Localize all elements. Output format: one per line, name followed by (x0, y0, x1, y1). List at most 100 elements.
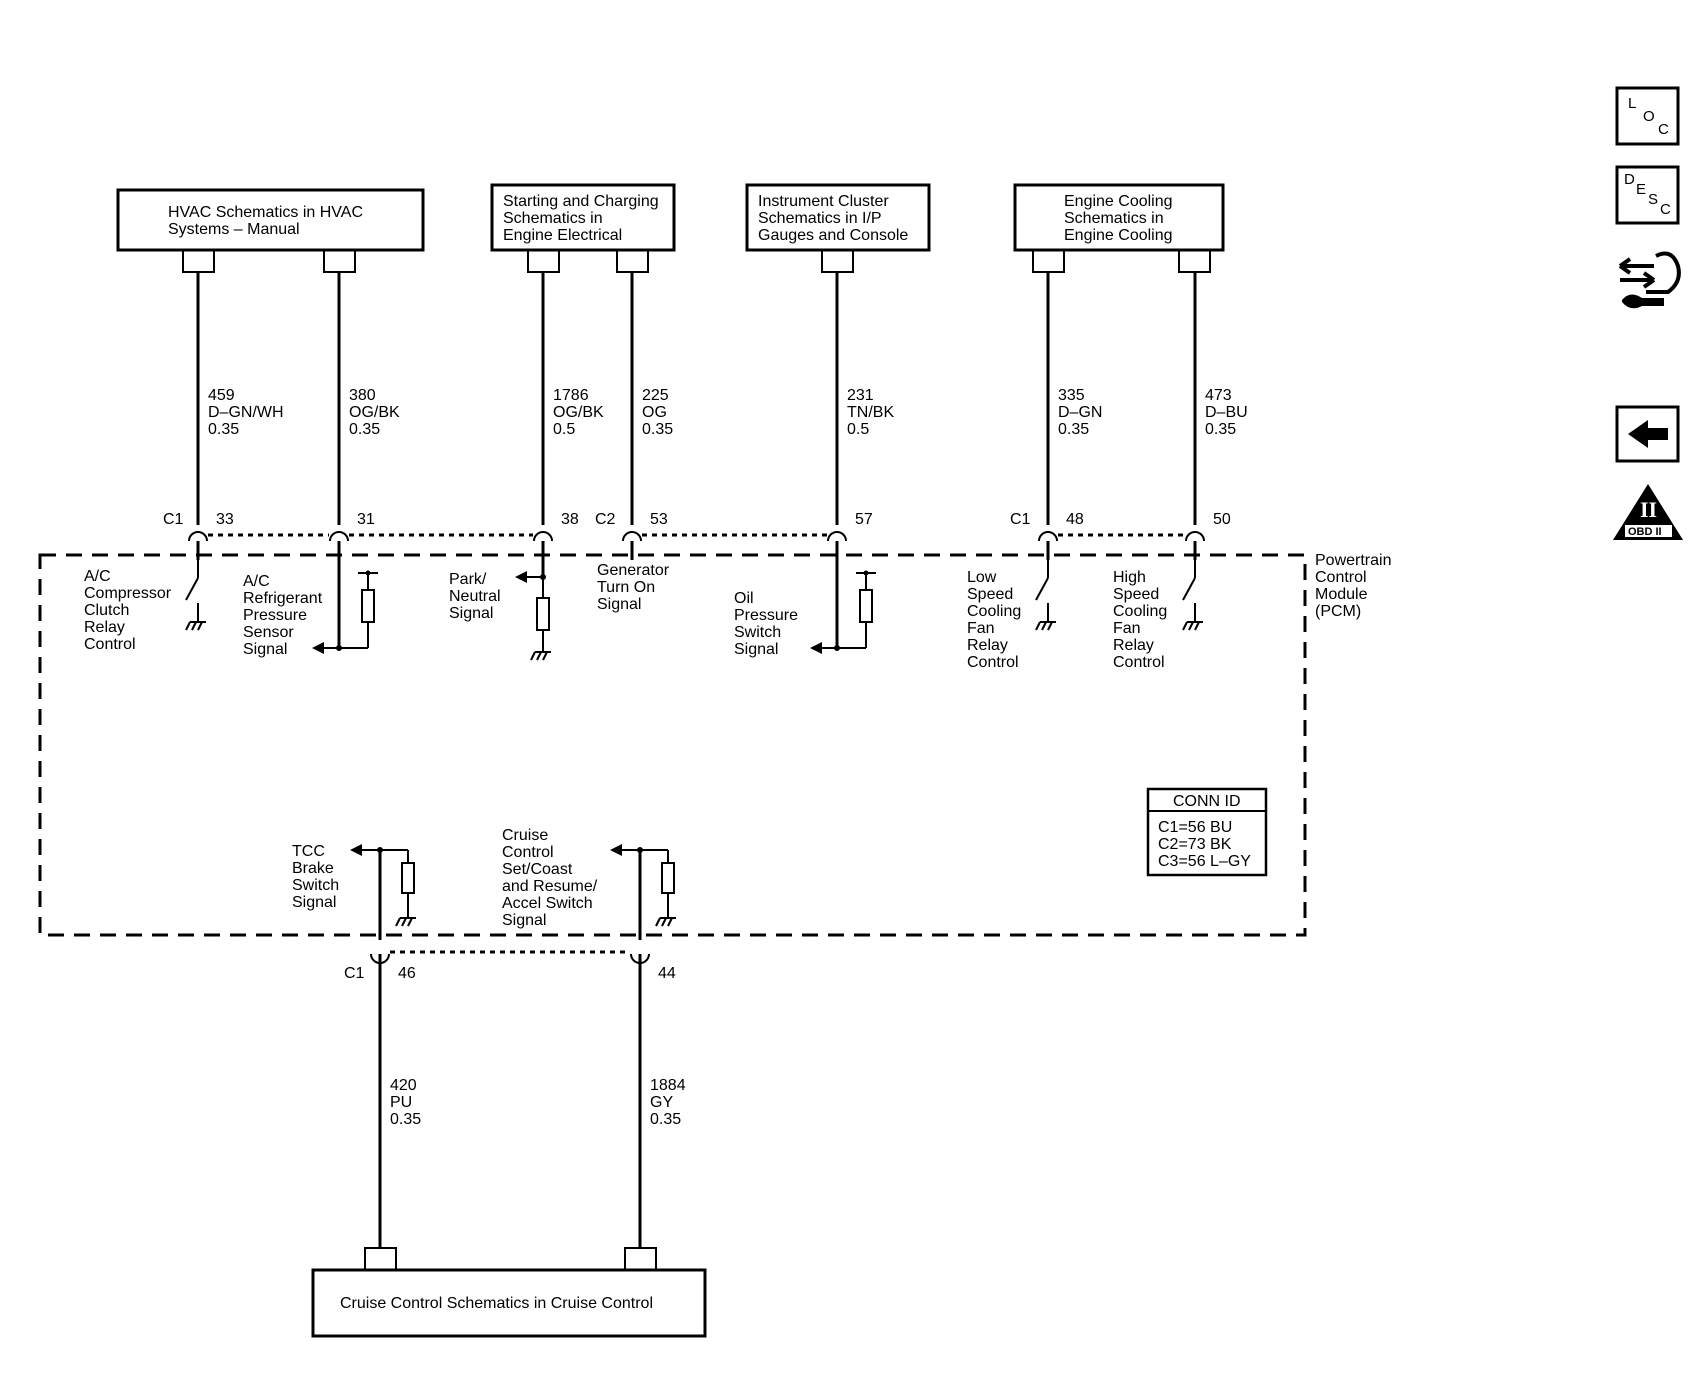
cruise-switch-label: Cruise Control Set/Coast and Resume/ Acc… (502, 827, 598, 929)
wire-label-420: 420 PU 0.35 (390, 1077, 421, 1128)
wire-label-231: 231 TN/BK 0.5 (847, 387, 894, 438)
low-fan-line4: Fan (967, 620, 995, 637)
wire-1786-color: OG/BK (553, 404, 604, 421)
ac-pressure-label: A/C Refrigerant Pressure Sensor Signal (243, 573, 323, 658)
high-fan-line6: Control (1113, 654, 1165, 671)
low-fan-line5: Relay (967, 637, 1008, 654)
generator-line2: Turn On (597, 579, 655, 596)
ac-pressure-line4: Sensor (243, 624, 294, 641)
low-speed-fan-switch (1035, 560, 1056, 631)
low-fan-line6: Control (967, 654, 1019, 671)
wire-231-circuit: 231 (847, 387, 874, 404)
wire-459-gauge: 0.35 (208, 421, 239, 438)
pcm-label-line4: (PCM) (1315, 603, 1361, 620)
park-neutral-label: Park/ Neutral Signal (449, 571, 501, 622)
tcc-line4: Signal (292, 894, 336, 911)
conn-id-row-c2: C2=73 BK (1158, 836, 1232, 853)
cooling-box-line2: Schematics in (1064, 210, 1164, 227)
wire-459-color: D–GN/WH (208, 404, 284, 421)
wire-335-gauge: 0.35 (1058, 421, 1089, 438)
wire-label-459: 459 D–GN/WH 0.35 (208, 387, 284, 438)
ac-clutch-label: A/C Compressor Clutch Relay Control (84, 568, 172, 653)
wire-420-color: PU (390, 1094, 412, 1111)
connector-c2-top: C2 (595, 511, 616, 528)
cruise-sw-line4: and Resume/ (502, 878, 598, 895)
high-speed-fan-switch (1182, 560, 1203, 631)
pin-57: 57 (855, 511, 873, 528)
oil-pressure-circuit (810, 560, 876, 654)
high-fan-line2: Speed (1113, 586, 1159, 603)
park-neutral-circuit (515, 560, 551, 661)
desc-letter-d: D (1624, 171, 1635, 188)
park-neutral-line1: Park/ (449, 571, 487, 588)
tcc-line3: Switch (292, 877, 339, 894)
wire-1884-color: GY (650, 1094, 673, 1111)
tcc-line2: Brake (292, 860, 334, 877)
ac-pressure-circuit (312, 560, 378, 654)
wire-1884-circuit: 1884 (650, 1077, 686, 1094)
low-fan-line2: Speed (967, 586, 1013, 603)
pin-31: 31 (357, 511, 375, 528)
wire-1786-circuit: 1786 (553, 387, 589, 404)
wire-231-color: TN/BK (847, 404, 894, 421)
cooling-box-line1: Engine Cooling (1064, 193, 1173, 210)
hvac-box-line2: Systems – Manual (168, 221, 300, 238)
connector-c1-bottom: C1 (344, 965, 365, 982)
pcm-label-line1: Powertrain (1315, 552, 1391, 569)
desc-letter-c: C (1660, 201, 1671, 218)
pcm-label: Powertrain Control Module (PCM) (1315, 552, 1391, 620)
high-fan-line1: High (1113, 569, 1146, 586)
hvac-box-line1: HVAC Schematics in HVAC (168, 204, 363, 221)
tcc-brake-circuit (350, 844, 416, 940)
ac-clutch-line5: Control (84, 636, 136, 653)
wire-473-gauge: 0.35 (1205, 421, 1236, 438)
oil-pressure-line4: Signal (734, 641, 778, 658)
conn-id-table: CONN ID C1=56 BU C2=73 BK C3=56 L–GY (1146, 787, 1268, 877)
top-pin-stubs (196, 541, 1197, 560)
diagnostic-hand-wrench-icon[interactable] (1618, 251, 1681, 309)
obd-ii-button[interactable]: II OBD II (1613, 484, 1683, 540)
wire-label-380: 380 OG/BK 0.35 (349, 387, 400, 438)
generator-label: Generator Turn On Signal (597, 562, 670, 613)
high-fan-line5: Relay (1113, 637, 1154, 654)
wire-231-gauge: 0.5 (847, 421, 869, 438)
generator-line3: Signal (597, 596, 641, 613)
ac-pressure-line3: Pressure (243, 607, 307, 624)
high-speed-fan-label: High Speed Cooling Fan Relay Control (1113, 569, 1167, 671)
ac-clutch-line2: Compressor (84, 585, 172, 602)
conn-id-title: CONN ID (1173, 793, 1241, 810)
cruise-sw-line3: Set/Coast (502, 861, 573, 878)
wire-473-circuit: 473 (1205, 387, 1232, 404)
starting-box-line2: Schematics in (503, 210, 603, 227)
pin-38: 38 (561, 511, 579, 528)
pcm-label-line2: Control (1315, 569, 1367, 586)
desc-button[interactable]: D E S C (1615, 165, 1680, 225)
wire-label-335: 335 D–GN 0.35 (1058, 387, 1102, 438)
cruise-switch-circuit (610, 844, 676, 940)
bottom-pin-arcs (370, 953, 650, 964)
conn-id-row-c3: C3=56 L–GY (1158, 853, 1251, 870)
ac-clutch-line4: Relay (84, 619, 125, 636)
wire-420-gauge: 0.35 (390, 1111, 421, 1128)
park-neutral-line3: Signal (449, 605, 493, 622)
obd-numeral: II (1640, 497, 1657, 522)
back-arrow-button[interactable] (1615, 405, 1680, 463)
cruise-sw-line1: Cruise (502, 827, 548, 844)
wire-225-gauge: 0.35 (642, 421, 673, 438)
desc-letter-s: S (1648, 191, 1658, 208)
instrument-box-line3: Gauges and Console (758, 227, 908, 244)
wire-420-circuit: 420 (390, 1077, 417, 1094)
wire-1884-gauge: 0.35 (650, 1111, 681, 1128)
cruise-sw-line6: Signal (502, 912, 546, 929)
cooling-box-line3: Engine Cooling (1064, 227, 1173, 244)
instrument-box-line1: Instrument Cluster (758, 193, 889, 210)
low-fan-line3: Cooling (967, 603, 1021, 620)
wire-1786-gauge: 0.5 (553, 421, 575, 438)
connector-c1-right: C1 (1010, 511, 1031, 528)
generator-line1: Generator (597, 562, 670, 579)
pin-48: 48 (1066, 511, 1084, 528)
ac-pressure-line2: Refrigerant (243, 590, 323, 607)
obd-ii-label: OBD II (1628, 526, 1662, 538)
loc-button[interactable]: L O C (1615, 86, 1680, 146)
tcc-brake-label: TCC Brake Switch Signal (292, 843, 339, 911)
